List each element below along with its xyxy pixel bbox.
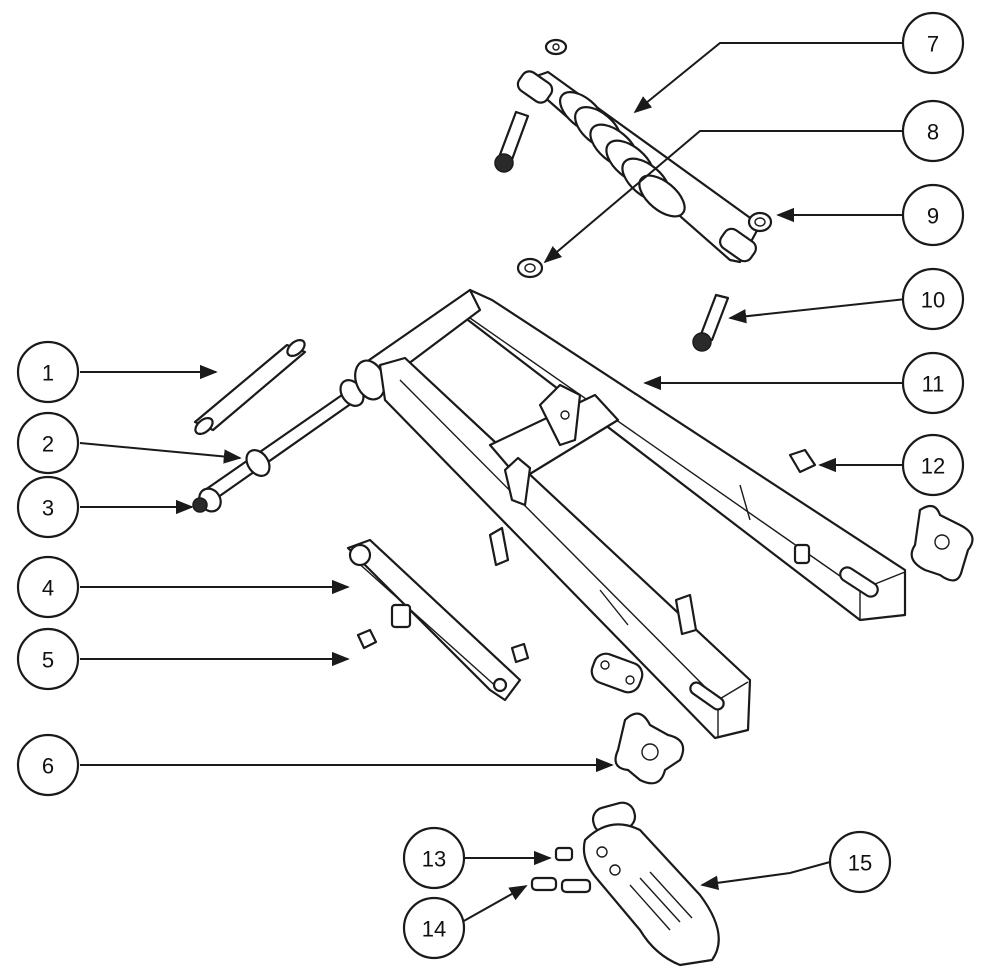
callout-6-label: 6 (42, 754, 54, 779)
washer-part-top (544, 38, 568, 56)
callout-5: 5 (16, 627, 80, 691)
callout-8: 8 (901, 99, 965, 163)
shock-absorber-part (516, 70, 762, 264)
leader-10 (728, 298, 907, 324)
callout-3-label: 3 (42, 496, 54, 521)
callout-4-label: 4 (42, 576, 54, 601)
washer-part-9 (747, 211, 773, 233)
screw-part-14 (530, 876, 592, 894)
callout-2: 2 (16, 411, 80, 475)
leader-8 (543, 130, 906, 264)
screw-part-13 (554, 846, 574, 862)
callout-5-label: 5 (42, 648, 54, 673)
callout-2-label: 2 (42, 432, 54, 457)
chain-slider-part (346, 538, 522, 702)
callout-13-label: 13 (422, 847, 446, 872)
leader-14 (461, 885, 528, 923)
pivot-axle-part (192, 379, 365, 513)
leader-7 (633, 42, 906, 114)
callout-12: 12 (901, 433, 965, 497)
callout-10-label: 10 (921, 288, 945, 313)
callout-12-label: 12 (921, 454, 945, 479)
leader-2 (79, 442, 242, 464)
callout-8-label: 8 (927, 120, 939, 145)
callout-4: 4 (16, 555, 80, 619)
chain-block-part (590, 652, 644, 694)
leader-15 (700, 861, 831, 890)
callout-3: 3 (16, 475, 80, 539)
callout-1-label: 1 (42, 361, 54, 386)
nut-part (356, 628, 530, 664)
callout-1: 1 (16, 340, 80, 404)
spacer-tube-part (193, 338, 307, 436)
callout-11: 11 (901, 351, 965, 415)
callout-14: 14 (402, 896, 466, 960)
callout-13: 13 (402, 826, 466, 890)
washer-part-8 (516, 257, 544, 279)
callout-7-label: 7 (927, 32, 939, 57)
callout-15-label: 15 (848, 851, 872, 876)
callout-15: 15 (828, 830, 892, 894)
bolt-part-10 (692, 293, 730, 352)
callout-6: 6 (16, 733, 80, 797)
callout-10: 10 (901, 267, 965, 331)
nut-part-12 (788, 448, 817, 474)
bolt-part (494, 110, 530, 173)
adjuster-plate-part (614, 712, 685, 785)
callout-14-label: 14 (422, 917, 446, 942)
callout-11-label: 11 (922, 372, 945, 397)
callout-9: 9 (901, 183, 965, 247)
callout-9-label: 9 (927, 204, 939, 229)
chain-guide-part (582, 801, 720, 967)
callout-7: 7 (901, 11, 965, 75)
adjuster-plate-right-part (910, 504, 974, 582)
swingarm-frame-part (354, 288, 907, 740)
